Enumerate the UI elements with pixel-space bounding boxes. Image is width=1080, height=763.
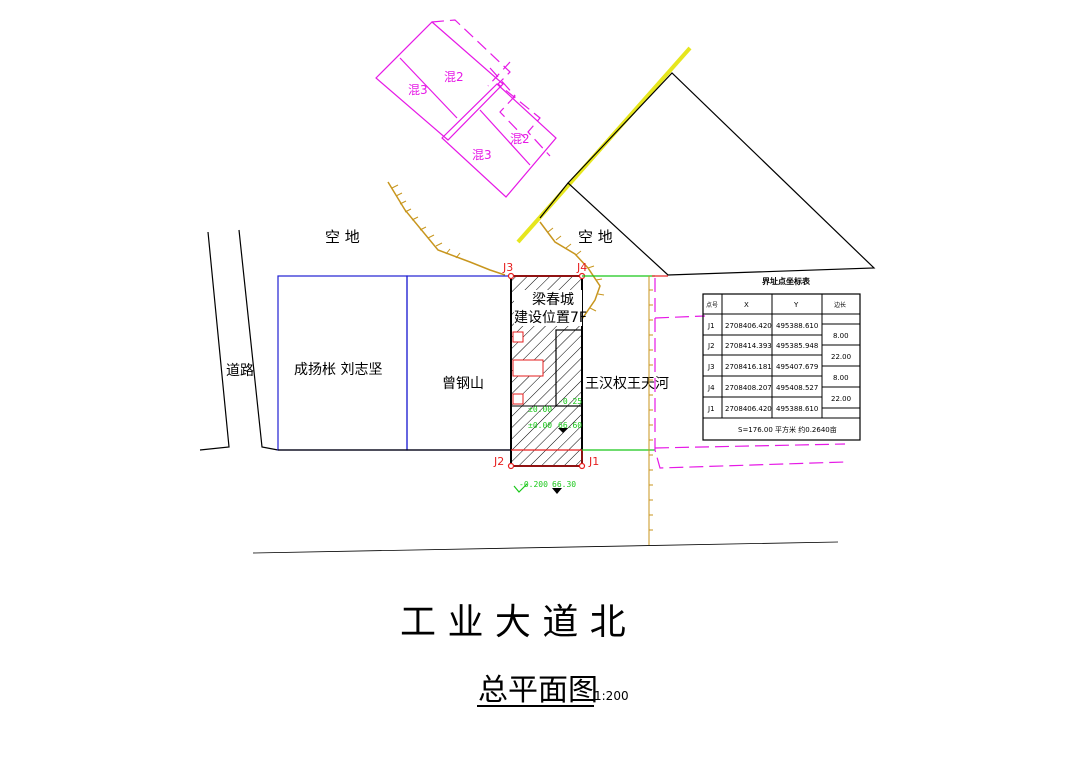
parcel-a-label: 成扬枨 刘志坚 bbox=[294, 362, 382, 378]
elevation-e3: ±0.00 bbox=[528, 405, 552, 414]
street-line bbox=[252, 541, 839, 554]
site-red-box-1 bbox=[512, 331, 524, 343]
coord-row-y: 495408.527 bbox=[776, 384, 818, 392]
magenta-buildings bbox=[375, 19, 557, 198]
coord-length: 22.00 bbox=[831, 353, 851, 361]
coord-row-pt: J3 bbox=[707, 363, 715, 371]
building-1-outline bbox=[375, 21, 504, 141]
triangle-inner-line bbox=[539, 182, 569, 219]
elevation-triangle-icon-2 bbox=[558, 428, 568, 433]
point-label-j4: J4 bbox=[576, 261, 587, 274]
site-note-label: 建设位置7F bbox=[514, 310, 587, 326]
building-label-b2-a: 混2 bbox=[510, 132, 530, 146]
elevation-check-icon bbox=[513, 483, 528, 493]
parcel-b-label: 曾钢山 bbox=[442, 376, 484, 392]
boundary-points bbox=[507, 272, 586, 470]
coord-row-x: 2708408.207 bbox=[725, 384, 772, 392]
street-name: 工 业 大 道 北 bbox=[400, 602, 626, 643]
green-boundaries bbox=[582, 275, 655, 451]
magenta-dashed-right bbox=[654, 278, 846, 469]
orange-slope-ticks bbox=[391, 184, 605, 312]
coord-row-pt: J2 bbox=[707, 342, 715, 350]
parcel-c-label: 王汉权王天河 bbox=[585, 376, 669, 392]
road-label: 道路 bbox=[226, 363, 254, 379]
coord-table-frame bbox=[702, 293, 861, 441]
coord-header-x: X bbox=[744, 301, 749, 309]
coord-length: 22.00 bbox=[831, 395, 851, 403]
coord-row-y: 495388.610 bbox=[776, 322, 818, 330]
coord-row-y: 495385.948 bbox=[776, 342, 818, 350]
site-red-box-3 bbox=[512, 393, 524, 405]
coord-row-pt: J4 bbox=[707, 384, 715, 392]
coord-row-x: 2708414.393 bbox=[725, 342, 772, 350]
orange-property-line bbox=[648, 276, 653, 545]
vacant-label-right: 空 地 bbox=[578, 228, 613, 246]
coord-row-x: 2708406.420 bbox=[725, 322, 772, 330]
point-label-j1: J1 bbox=[588, 455, 599, 468]
building-dashed-outline-2 bbox=[489, 67, 526, 139]
elevation-e6: 66.60 bbox=[558, 421, 582, 430]
site-red-box-2 bbox=[512, 359, 544, 377]
parcel-b bbox=[406, 275, 512, 451]
elevation-e1: -0.200 bbox=[519, 480, 548, 489]
site-label-bg bbox=[514, 290, 582, 326]
point-label-j3: J3 bbox=[502, 261, 513, 274]
coord-row-y: 495407.679 bbox=[776, 363, 818, 371]
coord-length: 8.00 bbox=[833, 332, 849, 340]
coord-header-len: 边长 bbox=[834, 301, 846, 309]
building-label-b1-b: 混2 bbox=[444, 70, 464, 84]
plan-title: 总平面图 bbox=[478, 673, 598, 708]
point-label-j2: J2 bbox=[493, 455, 504, 468]
coord-header-y: Y bbox=[793, 301, 799, 309]
coord-table-title: 界址点坐标表 bbox=[762, 276, 811, 286]
road-lines bbox=[199, 229, 279, 451]
coord-table-area: S=176.00 平方米 约0.2640亩 bbox=[738, 425, 837, 434]
elevation-e2: 66.30 bbox=[552, 480, 576, 489]
coord-row-y: 495388.610 bbox=[776, 405, 818, 413]
coord-row-x: 2708406.420 bbox=[725, 405, 772, 413]
building-dashed-outline bbox=[431, 19, 551, 157]
building-2-outline bbox=[441, 83, 557, 198]
elevation-e4: -0.25 bbox=[558, 397, 582, 406]
coord-row-x: 2708416.181 bbox=[725, 363, 772, 371]
site-red-bottom bbox=[511, 449, 583, 467]
elevation-e5: ±0.00 bbox=[528, 421, 552, 430]
site-owner-label: 梁春城 bbox=[532, 292, 574, 308]
coord-row-pt: J1 bbox=[707, 322, 715, 330]
coord-length: 8.00 bbox=[833, 374, 849, 382]
building-label-b2-b: 混3 bbox=[472, 148, 492, 162]
coord-header-pt: 点号 bbox=[706, 301, 718, 309]
plan-scale: 1:200 bbox=[594, 689, 629, 703]
point-marker-j1 bbox=[578, 462, 586, 470]
building-1-divider bbox=[399, 57, 458, 119]
building-dashed-line bbox=[487, 61, 511, 87]
point-marker-j3 bbox=[507, 272, 515, 280]
coord-table: 界址点坐标表 点号 X Y 边长 J1 2708406.420 495388.6… bbox=[702, 276, 861, 441]
point-marker-j2 bbox=[507, 462, 515, 470]
elevation-triangle-icon bbox=[552, 488, 562, 494]
vacant-label-left: 空 地 bbox=[325, 228, 360, 246]
building-2-divider bbox=[479, 109, 531, 166]
building-label-b1-a: 混3 bbox=[408, 83, 428, 97]
triangle-parcel bbox=[567, 72, 876, 276]
coord-row-pt: J1 bbox=[707, 405, 715, 413]
